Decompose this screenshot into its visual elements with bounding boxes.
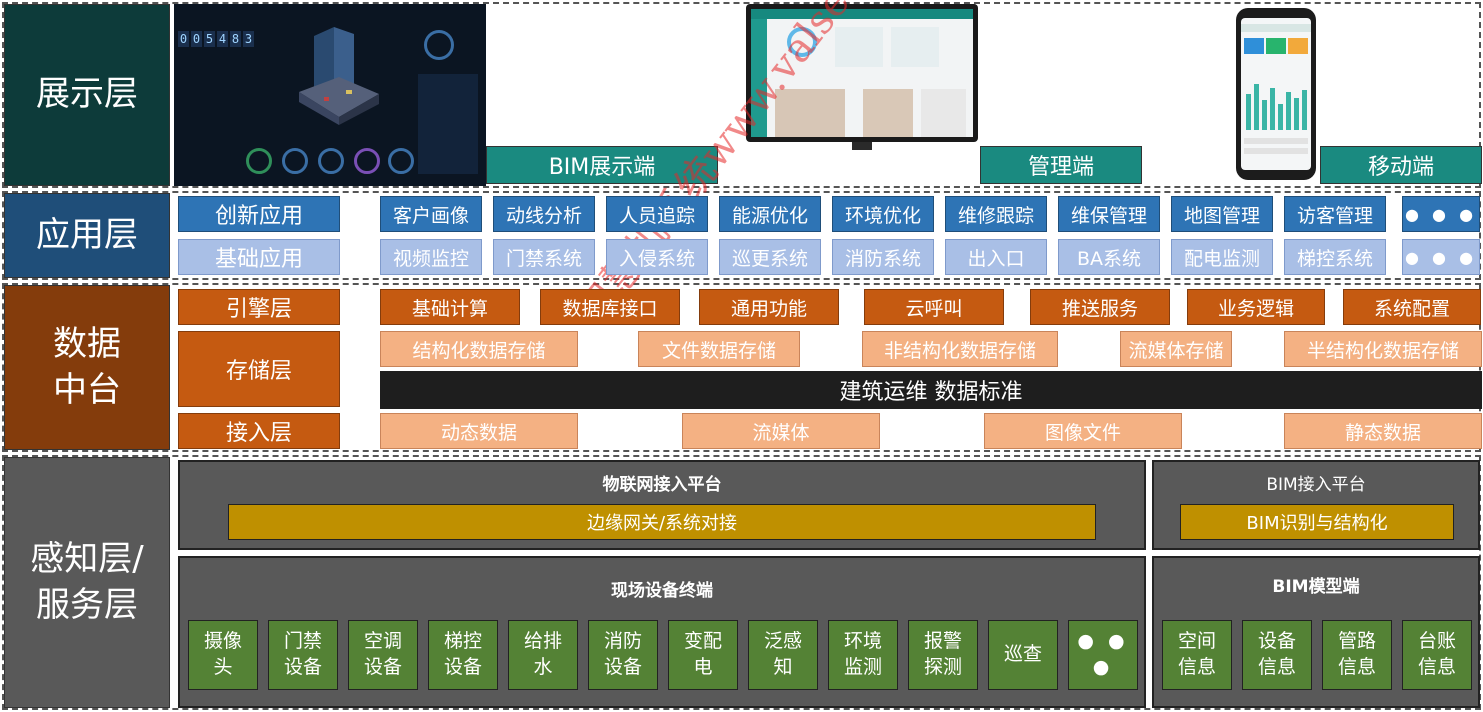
- access-item: 静态数据: [1284, 413, 1482, 449]
- bim-model-item: 设备 信息: [1242, 620, 1312, 690]
- engine-item: 业务逻辑: [1187, 289, 1325, 325]
- innovative-apps-label: 创新应用: [178, 196, 340, 232]
- gauge-ring-2: [282, 148, 308, 174]
- device-item: 空调 设备: [348, 620, 418, 690]
- innovative-app-item: 环境优化: [832, 196, 934, 232]
- application-layer-label: 应用层: [4, 193, 170, 278]
- storage-item: 非结构化数据存储: [862, 331, 1058, 367]
- innovative-more-icon: ● ● ●: [1402, 196, 1480, 232]
- device-item: 变配 电: [668, 620, 738, 690]
- innovative-app-item: 维保管理: [1058, 196, 1160, 232]
- storage-item: 文件数据存储: [638, 331, 800, 367]
- data-platform-band: [2, 283, 1481, 452]
- innovative-app-item: 维修跟踪: [945, 196, 1047, 232]
- device-item: 报警 探测: [908, 620, 978, 690]
- access-item: 动态数据: [380, 413, 578, 449]
- engine-item: 数据库接口: [540, 289, 680, 325]
- storage-item: 半结构化数据存储: [1284, 331, 1482, 367]
- device-item: 梯控 设备: [428, 620, 498, 690]
- field-devices-panel: [178, 556, 1146, 708]
- engine-item: 系统配置: [1343, 289, 1481, 325]
- edge-gateway-bar: 边缘网关/系统对接: [228, 504, 1096, 540]
- access-item: 图像文件: [984, 413, 1182, 449]
- bim-model-item: 空间 信息: [1162, 620, 1232, 690]
- data-standard-bar: 建筑运维 数据标准: [380, 371, 1482, 409]
- gauge-ring-3: [318, 148, 344, 174]
- display-layer-label: 展示层: [4, 4, 170, 186]
- mobile-phone: [1236, 8, 1316, 180]
- storage-layer-label: 存储层: [178, 331, 340, 407]
- access-item: 流媒体: [682, 413, 880, 449]
- device-item: 巡查: [988, 620, 1058, 690]
- device-item: 泛感 知: [748, 620, 818, 690]
- display-band: [2, 2, 1481, 188]
- admin-monitor: [746, 4, 978, 150]
- access-layer-label: 接入层: [178, 413, 340, 449]
- basic-apps-label: 基础应用: [178, 239, 340, 275]
- innovative-app-item: 人员追踪: [606, 196, 708, 232]
- device-item: 环境 监测: [828, 620, 898, 690]
- engine-layer-label: 引擎层: [178, 289, 340, 325]
- counter-digit: 0: [191, 31, 202, 47]
- phone-screen: [1241, 18, 1311, 170]
- basic-more-icon: ● ● ●: [1402, 239, 1480, 275]
- bim-display-label: BIM展示端: [486, 146, 718, 184]
- engine-item: 推送服务: [1030, 289, 1170, 325]
- basic-app-item: BA系统: [1058, 239, 1160, 275]
- data-platform-layer-label: 数据 中台: [4, 285, 170, 450]
- bim-recognition-bar: BIM识别与结构化: [1180, 504, 1454, 540]
- building-model-image: [294, 22, 384, 132]
- basic-app-item: 视频监控: [380, 239, 482, 275]
- device-item: 摄像 头: [188, 620, 258, 690]
- engine-item: 云呼叫: [864, 289, 1004, 325]
- application-band: [2, 191, 1481, 280]
- bim-platform-title: BIM接入平台: [1266, 474, 1366, 495]
- gauge-ring-5: [388, 148, 414, 174]
- innovative-app-item: 客户画像: [380, 196, 482, 232]
- basic-app-item: 入侵系统: [606, 239, 708, 275]
- innovative-app-item: 能源优化: [719, 196, 821, 232]
- storage-item: 结构化数据存储: [380, 331, 578, 367]
- gauge-ring-4: [354, 148, 380, 174]
- side-panel: [418, 74, 478, 174]
- engine-item: 基础计算: [380, 289, 520, 325]
- device-item: 给排 水: [508, 620, 578, 690]
- basic-app-item: 门禁系统: [493, 239, 595, 275]
- perception-band: [2, 455, 1481, 710]
- innovative-app-item: 访客管理: [1284, 196, 1386, 232]
- innovative-app-item: 地图管理: [1171, 196, 1273, 232]
- bim-model-item: 台账 信息: [1402, 620, 1472, 690]
- admin-label: 管理端: [980, 146, 1142, 184]
- counter-digit: 4: [217, 31, 228, 47]
- basic-app-item: 消防系统: [832, 239, 934, 275]
- engine-item: 通用功能: [699, 289, 839, 325]
- bim-model-item: 管路 信息: [1322, 620, 1392, 690]
- mobile-label: 移动端: [1320, 146, 1482, 184]
- device-item: 门禁 设备: [268, 620, 338, 690]
- counter-digit: 0: [178, 31, 189, 47]
- perception-layer-label: 感知层/ 服务层: [4, 457, 170, 708]
- storage-item: 流媒体存储: [1120, 331, 1232, 367]
- iot-platform-title: 物联网接入平台: [602, 474, 722, 495]
- device-item: 消防 设备: [588, 620, 658, 690]
- gauge-ring-1: [246, 148, 272, 174]
- device-more-icon: ● ● ●: [1068, 620, 1138, 690]
- innovative-app-item: 动线分析: [493, 196, 595, 232]
- basic-app-item: 梯控系统: [1284, 239, 1386, 275]
- bim-model-title: BIM模型端: [1272, 576, 1360, 597]
- monitor-screen: [751, 9, 973, 137]
- field-devices-title: 现场设备终端: [611, 580, 713, 601]
- basic-app-item: 配电监测: [1171, 239, 1273, 275]
- counter-digit: 8: [230, 31, 241, 47]
- basic-app-item: 出入口: [945, 239, 1047, 275]
- gauge-ring-top: [424, 30, 454, 60]
- basic-app-item: 巡更系统: [719, 239, 821, 275]
- counter-digit: 5: [204, 31, 215, 47]
- counter-digit: 3: [243, 31, 254, 47]
